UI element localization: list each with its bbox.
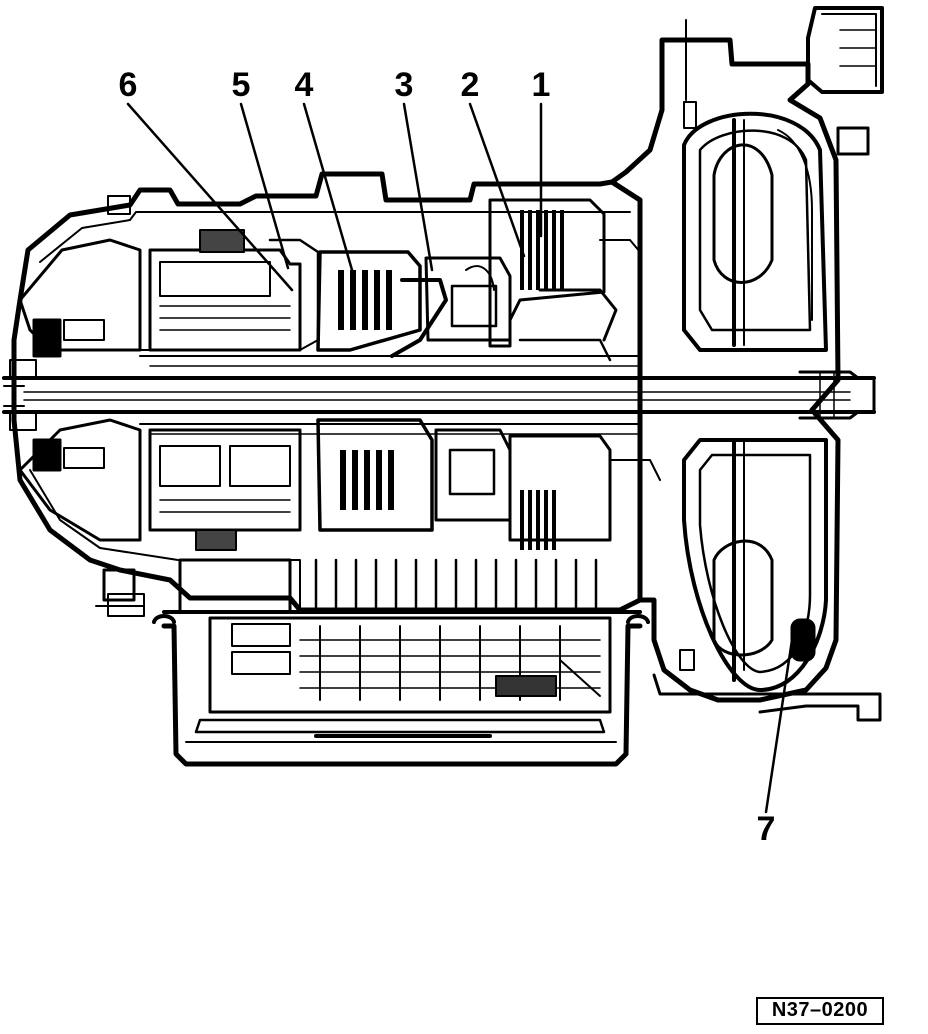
valve-body-and-oil-pan [152,558,650,767]
leader-lines [126,102,794,814]
callout-2: 2 [460,66,480,104]
callout-5: 5 [231,66,251,104]
callout-6: 6 [118,66,138,104]
callout-1: 1 [531,66,551,104]
lower-internals [139,418,661,551]
converter-housing [609,6,884,722]
callout-7: 7 [756,810,776,848]
figure-code-label: N37–0200 [756,997,884,1025]
main-case [11,171,643,617]
callout-3: 3 [394,66,414,104]
main-shaft [2,359,876,431]
callout-4: 4 [294,66,314,104]
upper-internals [139,198,641,367]
